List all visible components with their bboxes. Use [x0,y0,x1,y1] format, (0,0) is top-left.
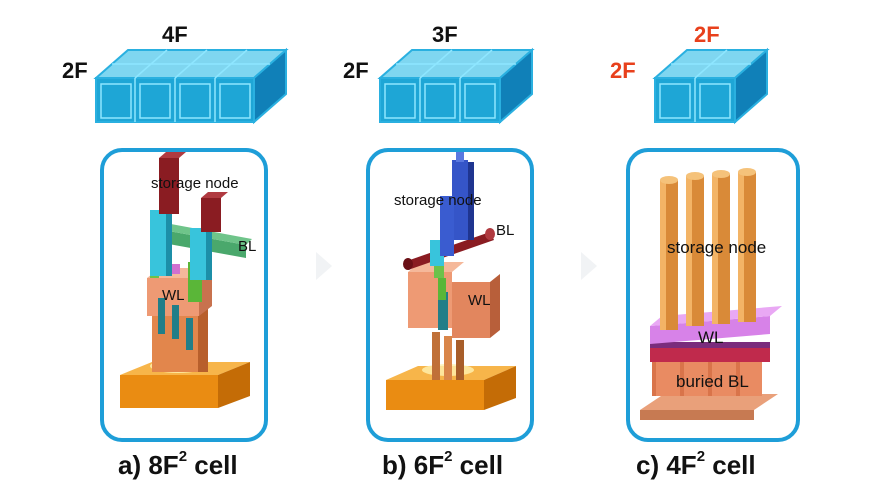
width-label-c: 2F [694,22,720,47]
storage-node-label-b: storage node [394,192,482,209]
caption-4f2-cell: c) 4F2 cell [636,448,756,481]
caption-c-prefix: c) 4F [636,450,697,480]
caption-b-suffix: cell [452,450,504,480]
width-label-a: 4F [162,22,188,47]
height-label-a: 2F [62,58,88,83]
caption-b-prefix: b) 6F [382,450,445,480]
height-label-c: 2F [610,58,636,83]
bl-label-a: BL [238,238,257,255]
block-2f-2f [652,47,770,125]
caption-a-suffix: cell [187,450,238,480]
caption-a-sup: 2 [178,448,188,465]
wl-label-b: WL [468,292,491,309]
arrow-a-to-b-icon [316,252,332,280]
caption-6f2-cell: b) 6F2 cell [382,448,504,481]
buried-bl-label-c: buried BL [676,372,749,391]
caption-a-prefix: a) 8F [118,450,179,480]
block-4f-2f [93,47,289,125]
storage-node-label-c: storage node [667,238,767,257]
caption-b-sup: 2 [444,448,453,465]
wl-label-a: WL [162,287,185,304]
height-label-b: 2F [343,58,369,83]
caption-c-sup: 2 [696,448,706,465]
block-3f-2f [377,47,535,125]
wl-label-c: WL [698,328,724,347]
bl-label-b: BL [496,222,515,239]
storage-node-label-a: storage node [151,175,239,192]
caption-8f2-cell: a) 8F2 cell [118,448,238,481]
width-label-b: 3F [432,22,458,47]
arrow-b-to-c-icon [581,252,597,280]
caption-c-suffix: cell [705,450,756,480]
